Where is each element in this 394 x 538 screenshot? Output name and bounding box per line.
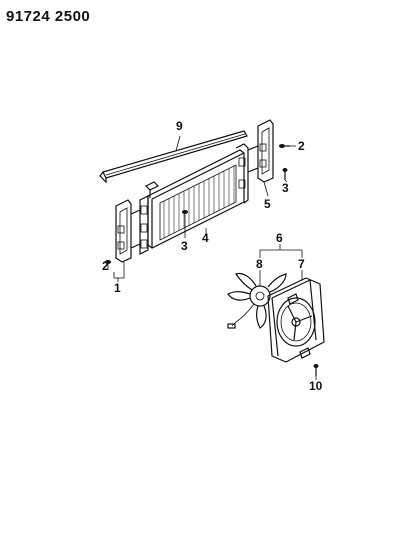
right-bracket-part-5 <box>247 119 274 183</box>
callout-6: 6 <box>276 231 283 245</box>
bolt-part-10 <box>313 364 319 376</box>
callout-labels: 9 2 3 5 3 4 2 1 6 8 7 10 <box>102 119 323 393</box>
callout-9: 8 <box>256 257 263 271</box>
callout-2-right: 2 <box>298 139 305 153</box>
leader-lines <box>107 135 317 380</box>
fan-blade-part-9 <box>227 272 287 329</box>
callout-4: 4 <box>202 231 209 245</box>
callout-2-left: 2 <box>102 259 109 273</box>
callout-3-right: 3 <box>282 181 289 195</box>
bolt-part-3-center <box>182 210 188 214</box>
fan-shroud-part-8 <box>267 277 325 363</box>
bolt-part-2-left <box>105 260 111 264</box>
left-bracket-part-1 <box>115 199 141 263</box>
callout-8: 7 <box>298 257 305 271</box>
seal-strip-part-7 <box>99 130 248 184</box>
bolt-part-3-right <box>282 168 288 180</box>
callout-10: 10 <box>309 379 323 393</box>
bolt-part-2-right <box>279 144 290 148</box>
diagram-code: 91724 2500 <box>6 8 91 25</box>
callout-3-center: 3 <box>181 239 188 253</box>
callout-7: 9 <box>176 119 183 133</box>
callout-1: 1 <box>114 281 121 295</box>
condenser-part-4 <box>139 143 249 255</box>
callout-5: 5 <box>264 197 271 211</box>
